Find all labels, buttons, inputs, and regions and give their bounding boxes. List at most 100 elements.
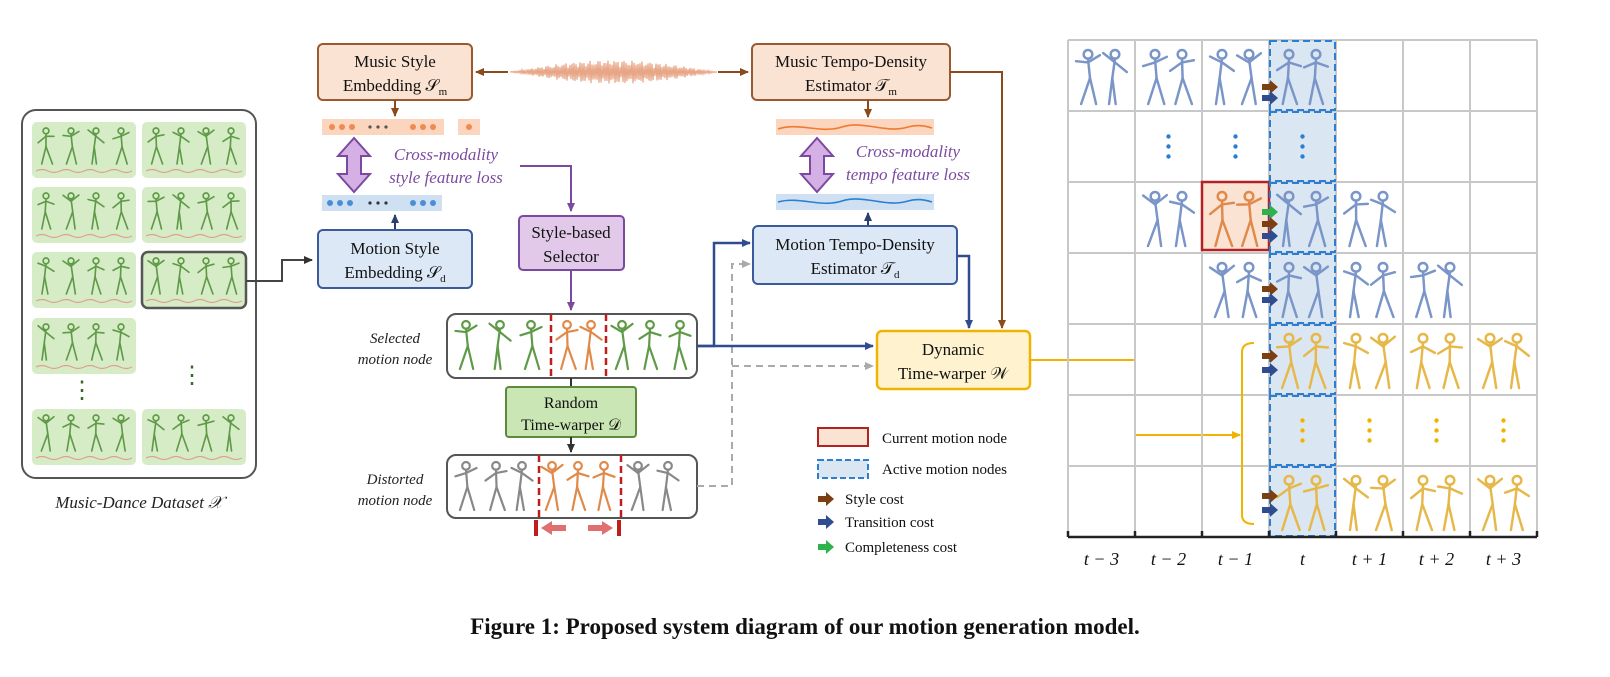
music-tempo-line1: Music Tempo-Density [775,52,927,71]
stick-figure-icon [172,192,190,230]
stick-figure-icon [172,414,190,452]
stick-figure-icon [112,192,130,230]
stick-figure-icon [1275,261,1303,319]
stick-figure-icon [1369,332,1397,390]
ellipsis-dot [1300,438,1305,443]
ellipsis-dot [1166,134,1171,139]
distorted-node-line1: Distorted [366,472,424,488]
transition-cost-arrow-icon [1262,293,1278,307]
stick-figure-icon [147,127,165,165]
legend-current-swatch [817,427,869,447]
legend-active-swatch [817,459,869,479]
random-warper-line2: Time-warper 𝒟 [521,417,621,434]
audio-waveform-icon [510,60,717,84]
stick-figure-icon [1409,474,1437,532]
stick-figure-icon [540,460,564,512]
stick-figure-icon [510,460,534,512]
active-column-dashes [1269,40,1336,537]
motion-style-line2-wrapper: Embedding 𝒮d [344,263,446,285]
stick-figure-icon [62,414,80,452]
stick-figure-icon [1503,332,1531,390]
ellipsis-dot [1300,418,1305,423]
stick-figure-icon [1436,261,1464,319]
transition-cost-arrow-icon [1262,363,1278,377]
stick-figure-icon [37,192,55,230]
stick-figure-icon [638,319,662,371]
stick-figure-icon [1436,332,1464,390]
selected-motion-node [446,313,698,379]
music-style-line2-wrapper: Embedding 𝒮m [343,76,448,98]
stick-figure-icon [172,127,190,165]
stick-figure-icon [1369,190,1397,248]
motion-style-embedding-block: Motion Style Embedding 𝒮d [317,229,473,289]
stick-figure-icon [87,414,105,452]
distorted-figures [454,460,680,512]
stick-figure-icon [1302,190,1330,248]
dataset-tile [32,409,136,465]
stick-figure-icon [1208,190,1236,248]
stick-figure-icon [62,127,80,165]
time-label: t − 3 [1084,549,1119,569]
random-time-warper-block: Random Time-warper 𝒟 [505,386,637,438]
ellipsis-dot [1367,418,1372,423]
stick-figure-icon [1101,48,1129,106]
stick-figure-icon [37,127,55,165]
music-tempo-line2: Estimator 𝒯 [805,76,890,95]
ellipsis-dot [1233,154,1238,159]
stick-figure-icon [112,127,130,165]
tempo-loss-line1: Cross-modality [856,142,961,161]
stick-figure-icon [1409,332,1437,390]
dataset-ellipsis-left: ⋮ [70,378,94,404]
figure-caption: Figure 1: Proposed system diagram of our… [470,614,1140,639]
stick-figure-icon [656,460,680,512]
candidate-bracket [1241,342,1255,525]
selected-figures [454,319,692,371]
dataset-tile [142,409,246,465]
stick-figure-icon [1275,474,1303,532]
style-loss-line2: style feature loss [389,168,503,187]
ellipsis-dot [1501,428,1506,433]
style-cost-arrow-icon [1262,80,1278,94]
stick-figure-icon [112,323,130,361]
stick-figure-icon [566,460,590,512]
stick-figure-icon [1436,474,1464,532]
time-label: t + 1 [1352,549,1387,569]
stick-figure-icon [172,257,190,295]
ellipsis-dot [1434,438,1439,443]
motion-style-line1: Motion Style [350,239,439,258]
legend-style-cost-label: Style cost [845,492,905,508]
stick-figure-icon [1476,474,1504,532]
loss-to-selector-arrow [520,165,575,212]
motion-style-feature-strip [322,195,442,211]
dataset-tile [142,187,246,243]
ellipsis-dot [1166,154,1171,159]
ellipsis-dot [1434,418,1439,423]
stick-figure-icon [1302,332,1330,390]
legend-transition-cost-label: Transition cost [845,515,935,531]
motion-tempo-to-dynamic-arrow [957,254,973,329]
dynamic-warper-line1: Dynamic [922,340,985,359]
stick-figure-icon [1342,190,1370,248]
music-tempo-estimator-block: Music Tempo-Density Estimator 𝒯m [751,43,951,101]
time-label: t + 2 [1419,549,1454,569]
stick-figure-icon [222,192,240,230]
stick-figure-icon [555,319,579,371]
active-column-fill [1269,40,1336,536]
ellipsis-dot [1434,428,1439,433]
stick-figure-icon [1141,190,1169,248]
style-cost-arrow-icon [818,492,834,506]
random-warper-line1: Random [544,395,599,412]
ellipsis-dot [1233,134,1238,139]
dataset-tile [32,187,136,243]
ellipsis-dot [1300,154,1305,159]
stick-figure-icon [147,257,165,295]
style-based-selector-block: Style-based Selector [518,215,625,271]
stick-figure-icon [197,127,215,165]
stick-figure-icon [1369,474,1397,532]
motion-style-sub: d [440,273,446,285]
current-motion-node-cell [1200,180,1271,252]
distorted-node-line2: motion node [358,493,433,509]
stick-figure-icon [668,319,692,371]
